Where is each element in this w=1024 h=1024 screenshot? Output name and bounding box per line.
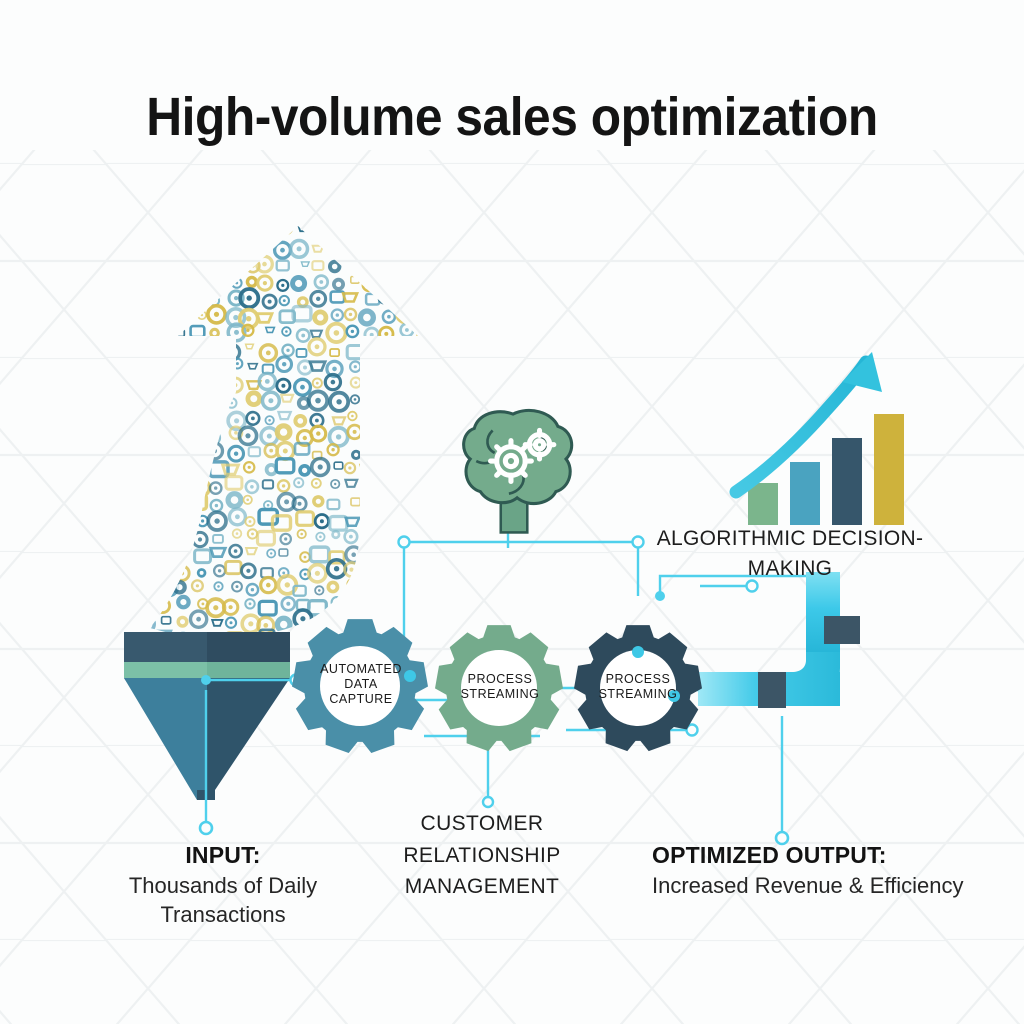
callout-optimized-output: OPTIMIZED OUTPUT: Increased Revenue & Ef…	[652, 840, 972, 900]
gear-process-streaming-2[interactable]	[574, 625, 702, 752]
input-funnel	[124, 632, 290, 800]
brain-gears-icon	[462, 409, 574, 534]
callout-input-body: Thousands of Daily Transactions	[128, 872, 318, 928]
transaction-icon-arrow	[150, 226, 418, 640]
callout-output-heading: OPTIMIZED OUTPUT:	[652, 842, 887, 868]
page-title: High-volume sales optimization	[146, 87, 878, 147]
growth-bar-chart	[729, 352, 904, 525]
gear-automated-data-capture[interactable]	[292, 619, 428, 753]
gear-process-streaming-1[interactable]	[435, 625, 563, 752]
output-pipe	[698, 572, 860, 708]
callout-output-body: Increased Revenue & Efficiency	[652, 872, 964, 898]
callout-crm: CUSTOMER RELATIONSHIP MANAGEMENT	[403, 812, 561, 898]
callout-algorithmic-decision-making: ALGORITHMIC DECISION-MAKING	[656, 527, 924, 581]
callout-input-heading: INPUT:	[185, 842, 261, 868]
callout-input: INPUT: Thousands of Daily Transactions	[88, 840, 358, 930]
